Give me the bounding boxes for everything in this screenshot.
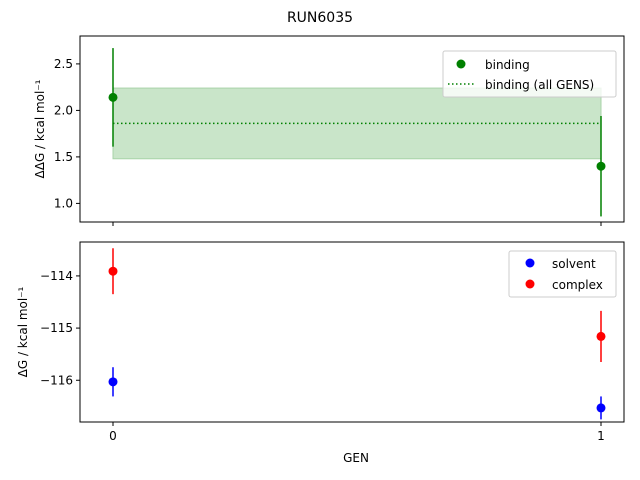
bottom-legend-box [508,250,617,298]
bottom-y-label: ΔG / kcal mol⁻¹ [16,286,30,377]
binding-point [108,92,118,102]
legend-complex-marker [525,279,535,289]
complex-point [596,331,606,341]
bottom-plot-marks [108,248,606,420]
y-tick-label: −114 [40,269,73,283]
top-y-label: ΔΔG / kcal mol⁻¹ [33,79,47,178]
top-panel: 1.0 1.5 2.0 2.5 ΔΔG / kcal mol⁻¹ binding bi… [33,35,625,226]
complex-point [108,266,118,276]
top-panel-frame [79,35,625,223]
solvent-point [108,377,118,387]
y-tick-label: −116 [40,373,73,387]
x-axis-label: GEN [343,451,369,465]
legend-binding-marker [456,59,466,69]
top-legend-box [442,50,617,98]
top-legend: binding binding (all GENS) [442,50,617,98]
y-tick-label: 2.0 [54,103,73,117]
legend-binding-label: binding [485,58,530,72]
legend-solvent-label: solvent [552,257,596,271]
x-tick-label: 0 [109,429,117,443]
y-tick-label: 1.5 [54,150,73,164]
legend-aggregate-label: binding (all GENS) [485,78,594,92]
bottom-legend: solvent complex [508,250,617,298]
solvent-point [596,403,606,413]
binding-point [596,161,606,171]
y-tick-label: 1.0 [54,196,73,210]
y-tick-label: 2.5 [54,57,73,71]
top-x-ticks [112,222,602,226]
top-y-ticks: 1.0 1.5 2.0 2.5 [54,57,80,210]
bottom-panel-frame [79,241,625,423]
bottom-y-ticks: −116 −115 −114 [40,269,80,387]
chart-title: RUN6035 [287,10,353,26]
legend-solvent-marker [525,258,535,268]
x-tick-label: 1 [597,429,605,443]
top-plot-marks [108,48,606,217]
y-tick-label: −115 [40,321,73,335]
legend-complex-label: complex [552,278,603,292]
